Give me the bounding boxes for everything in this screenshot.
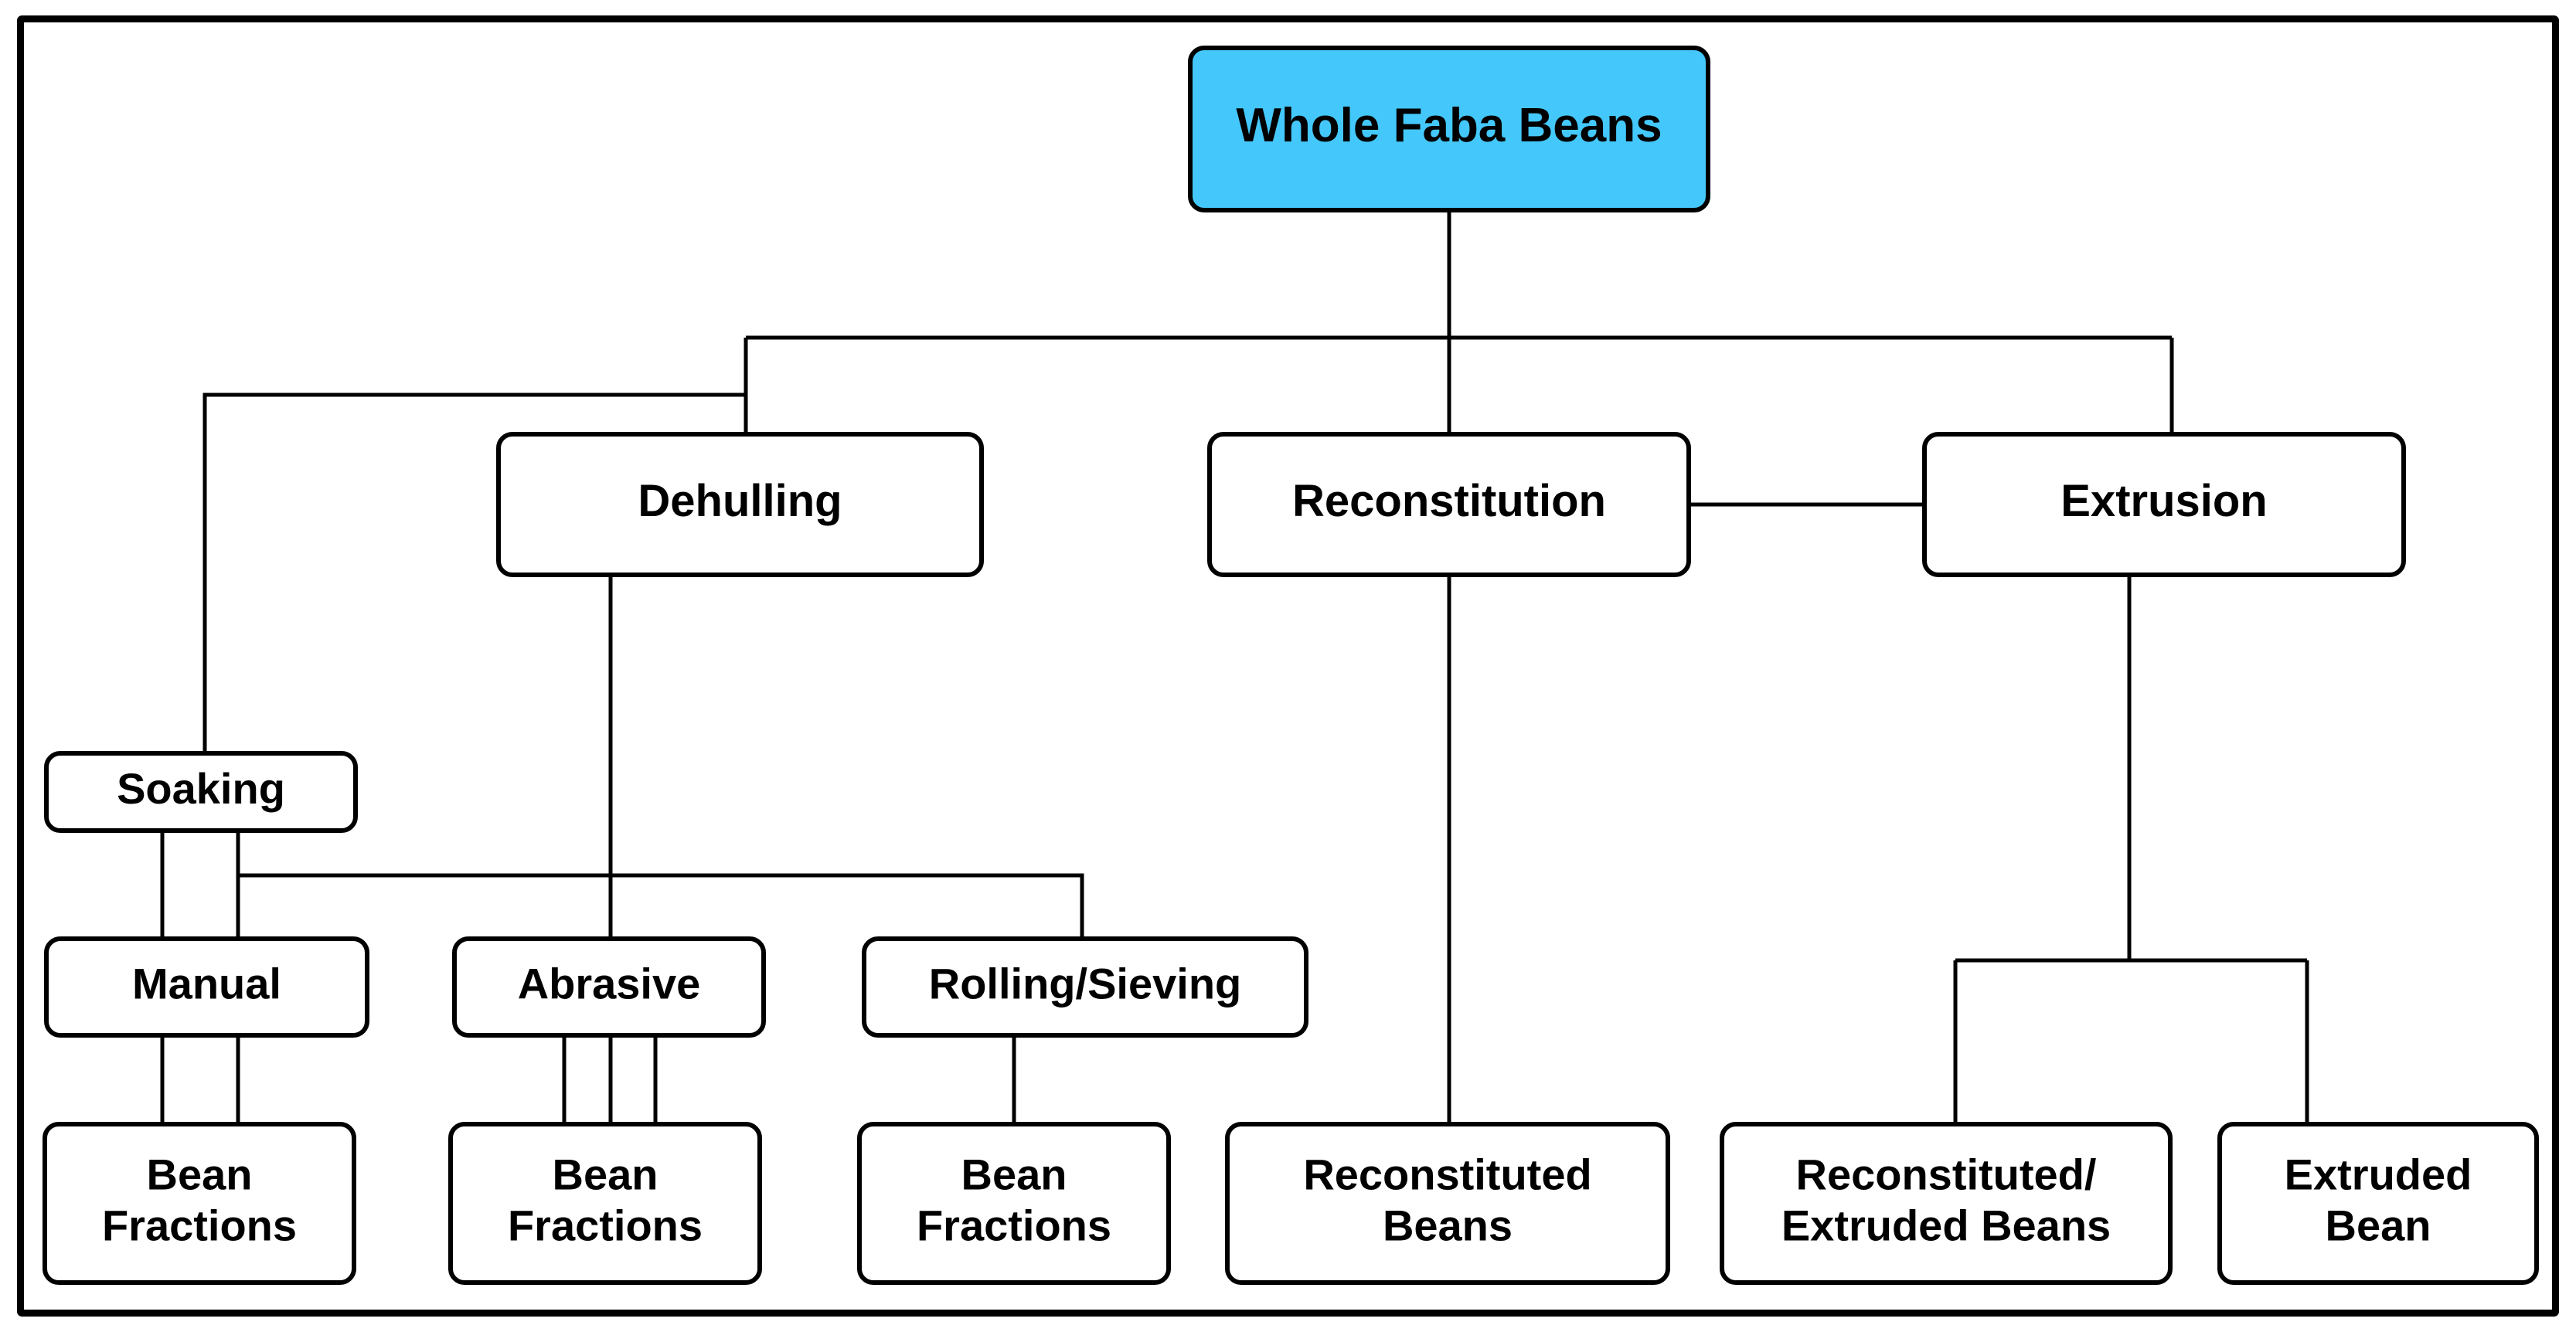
connector-layer: [160, 210, 2309, 1124]
node-label-manual: Manual: [132, 959, 281, 1007]
node-label-line: Reconstitution: [1292, 476, 1606, 526]
node-reconstitution[interactable]: Reconstitution: [1207, 432, 1691, 577]
node-label-dehulling: Dehulling: [638, 476, 842, 526]
node-label-whole-faba-beans: Whole Faba Beans: [1236, 99, 1662, 152]
node-box-bean-fractions-manual[interactable]: [43, 1122, 356, 1285]
outer-frame: [17, 15, 2559, 1317]
node-box-whole-faba-beans[interactable]: [1188, 46, 1710, 212]
node-label-line: Soaking: [117, 764, 285, 813]
node-label-soaking: Soaking: [117, 764, 285, 813]
node-box-soaking[interactable]: [44, 751, 358, 833]
node-box-extruded-bean[interactable]: [2217, 1122, 2539, 1285]
node-reconstituted-extruded-beans[interactable]: Reconstituted/Extruded Beans: [1720, 1122, 2173, 1285]
node-box-bean-fractions-rolling[interactable]: [857, 1122, 1171, 1285]
node-label-line: Bean: [961, 1150, 1067, 1198]
node-label-line: Reconstituted: [1303, 1150, 1591, 1198]
node-label-line: Fractions: [102, 1201, 297, 1249]
node-whole-faba-beans[interactable]: Whole Faba Beans: [1188, 46, 1710, 212]
node-box-reconstitution[interactable]: [1207, 432, 1691, 577]
node-label-line: Reconstituted/: [1796, 1150, 2097, 1198]
node-box-bean-fractions-abrasive[interactable]: [448, 1122, 762, 1285]
node-box-extrusion[interactable]: [1922, 432, 2406, 577]
node-label-line: Abrasive: [518, 959, 701, 1007]
node-box-reconstituted-extruded-beans[interactable]: [1720, 1122, 2173, 1285]
node-label-line: Extrusion: [2060, 476, 2268, 526]
node-label-line: Beans: [1383, 1201, 1513, 1249]
node-label-line: Fractions: [917, 1201, 1111, 1249]
connector-rolling-bus: [238, 873, 1084, 939]
node-box-manual[interactable]: [44, 936, 369, 1038]
connector-bus-to-soaking-jog: [202, 392, 746, 753]
node-extrusion[interactable]: Extrusion: [1922, 432, 2406, 577]
node-label-line: Bean: [2326, 1201, 2431, 1249]
node-box-rolling-sieving[interactable]: [862, 936, 1308, 1038]
node-dehulling[interactable]: Dehulling: [496, 432, 984, 577]
node-label-abrasive: Abrasive: [518, 959, 701, 1007]
node-label-line: Manual: [132, 959, 281, 1007]
node-label-extrusion: Extrusion: [2060, 476, 2268, 526]
node-box-dehulling[interactable]: [496, 432, 984, 577]
node-label-line: Whole Faba Beans: [1236, 99, 1662, 152]
node-label-line: Fractions: [508, 1201, 703, 1249]
node-label-line: Extruded Beans: [1781, 1201, 2111, 1249]
node-label-line: Dehulling: [638, 476, 842, 526]
node-label-line: Rolling/Sieving: [929, 959, 1241, 1007]
node-label-line: Extruded: [2285, 1150, 2472, 1198]
node-label-line: Bean: [147, 1150, 253, 1198]
node-manual[interactable]: Manual: [44, 936, 369, 1038]
node-box-reconstituted-beans[interactable]: [1225, 1122, 1670, 1285]
node-soaking[interactable]: Soaking: [44, 751, 358, 833]
node-label-line: Bean: [553, 1150, 658, 1198]
node-abrasive[interactable]: Abrasive: [452, 936, 766, 1038]
node-label-reconstitution: Reconstitution: [1292, 476, 1606, 526]
node-rolling-sieving[interactable]: Rolling/Sieving: [862, 936, 1308, 1038]
node-label-rolling-sieving: Rolling/Sieving: [929, 959, 1241, 1007]
node-box-abrasive[interactable]: [452, 936, 766, 1038]
node-label-reconstituted-extruded-beans: Reconstituted/Extruded Beans: [1781, 1150, 2111, 1249]
